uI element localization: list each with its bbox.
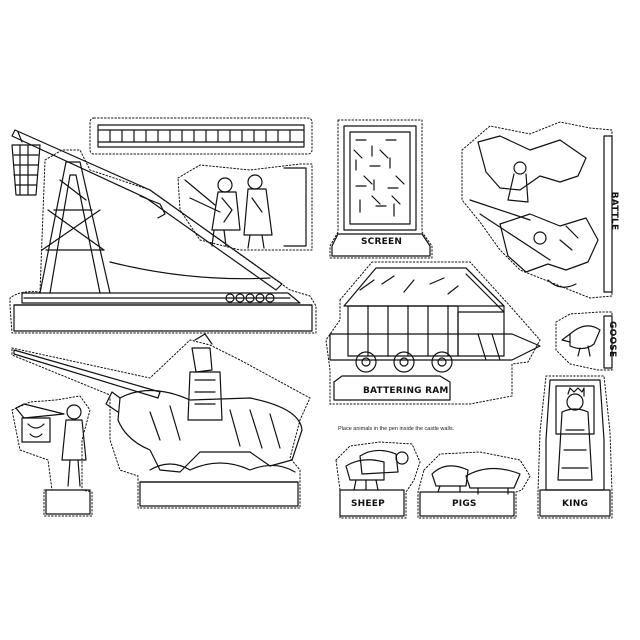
trebuchet-arm (11, 129, 283, 291)
knight-base (139, 481, 299, 507)
goose-cut-line (555, 311, 613, 371)
king-piece (537, 375, 613, 519)
battering-ram-cut-line (325, 261, 541, 405)
label-pigs: PIGS (452, 499, 477, 509)
trumpeter-cut-line (11, 395, 93, 517)
label-battering-ram: BATTERING RAM (363, 386, 449, 396)
knight-piece (11, 333, 311, 509)
sheep-front (345, 459, 385, 481)
ram-roof (343, 267, 505, 307)
pig-1 (431, 465, 469, 487)
battle-piece (461, 121, 613, 299)
pig-2 (465, 467, 521, 489)
soldiers-piece (177, 163, 313, 251)
counterweight-basket (11, 144, 41, 196)
ram-base (333, 375, 451, 401)
ammo-ball (225, 293, 235, 303)
throne (545, 379, 605, 491)
trumpeter-base (45, 489, 91, 515)
soldiers-cut-line (177, 163, 313, 251)
goose (569, 325, 601, 350)
trebuchet-base (13, 304, 313, 332)
ladder-piece (89, 117, 313, 155)
trebuchet-piece (9, 129, 317, 334)
horse (117, 389, 303, 473)
ladder (97, 124, 305, 148)
king-head (566, 393, 584, 411)
goose-piece (555, 311, 613, 371)
pigs-cut-line (417, 451, 531, 519)
sheep-base (339, 489, 405, 517)
instruction-text: Place animals in the pen inside the cast… (338, 426, 455, 432)
king-cut-line (537, 375, 613, 519)
screen-base (331, 233, 431, 257)
ram-wheel (355, 351, 377, 373)
battering-ram-piece (325, 261, 541, 405)
ladder-cut-line (89, 117, 313, 155)
pigs-base (419, 491, 515, 517)
label-sheep: SHEEP (351, 499, 385, 509)
screen-cut-line (329, 119, 433, 259)
lance (13, 349, 161, 399)
trumpet (15, 403, 65, 419)
pigs-piece (417, 451, 531, 519)
sheep-cut-line (335, 441, 421, 519)
knight-cut-line (11, 339, 311, 509)
sheep-back (359, 449, 399, 475)
label-king: KING (562, 499, 589, 509)
trumpeter-piece (11, 395, 93, 517)
ram-log (329, 333, 541, 361)
label-battle: BATTLE (609, 191, 619, 231)
banner (21, 417, 51, 443)
trebuchet-frame (39, 161, 111, 294)
king-base (539, 489, 611, 517)
sheep-piece (335, 441, 421, 519)
label-goose: GOOSE (607, 321, 617, 358)
screen-piece (329, 119, 433, 259)
screen-panel (343, 125, 417, 231)
battle-cut-line (461, 121, 613, 299)
ram-shed (347, 305, 459, 357)
label-screen: SCREEN (361, 237, 403, 247)
